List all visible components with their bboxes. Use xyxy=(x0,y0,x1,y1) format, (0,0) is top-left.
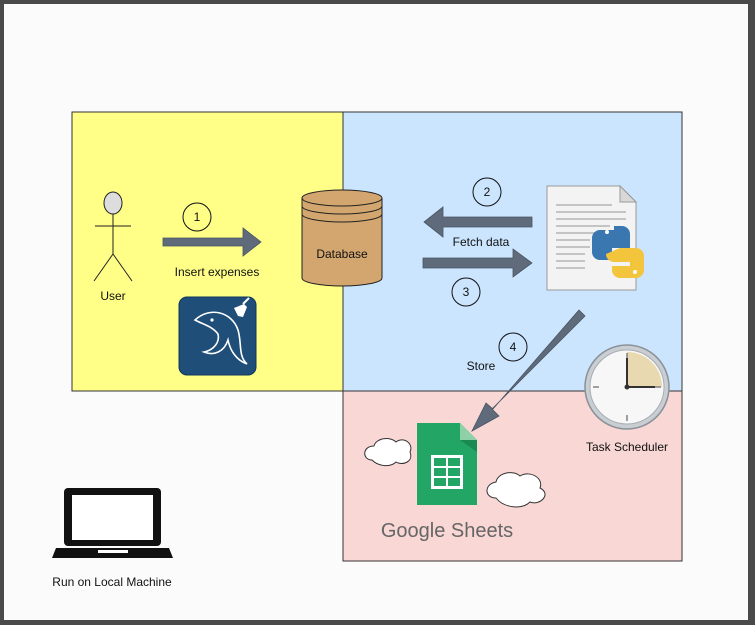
person-icon xyxy=(93,191,133,282)
architecture-diagram: User 1 Insert expenses Database 2 Fetch … xyxy=(52,111,683,589)
google-sheets-wordmark: Google Sheets xyxy=(381,520,513,542)
laptop-icon xyxy=(52,488,173,558)
store-label: Store xyxy=(467,359,496,373)
cloud-icon xyxy=(486,472,546,508)
user-label: User xyxy=(100,289,125,303)
step-3-circle xyxy=(451,277,481,307)
step-1-circle xyxy=(182,202,212,232)
step-1-number: 1 xyxy=(194,210,201,224)
task-scheduler-label: Task Scheduler xyxy=(586,440,668,454)
mysql-logo-icon xyxy=(178,296,257,376)
insert-arrow xyxy=(162,227,262,257)
google-sheets-icon xyxy=(417,423,477,505)
step-2-circle xyxy=(472,177,502,207)
fetch-request-arrow xyxy=(423,206,533,238)
store-arrow xyxy=(471,309,586,432)
clock-icon xyxy=(584,344,670,430)
database-label: Database xyxy=(316,247,368,261)
fetch-return-arrow xyxy=(422,248,533,278)
step-4-number: 4 xyxy=(510,340,517,354)
diagram-canvas: User 1 Insert expenses Database 2 Fetch … xyxy=(4,4,748,620)
fetch-data-label: Fetch data xyxy=(453,235,510,249)
step-2-number: 2 xyxy=(484,185,491,199)
step-4-circle xyxy=(498,332,528,362)
python-script-icon xyxy=(546,184,644,291)
step-3-number: 3 xyxy=(463,285,470,299)
insert-expenses-label: Insert expenses xyxy=(175,265,260,279)
run-local-label: Run on Local Machine xyxy=(52,575,172,589)
cloud-icon xyxy=(364,438,412,467)
database-cylinder-icon xyxy=(301,189,383,287)
